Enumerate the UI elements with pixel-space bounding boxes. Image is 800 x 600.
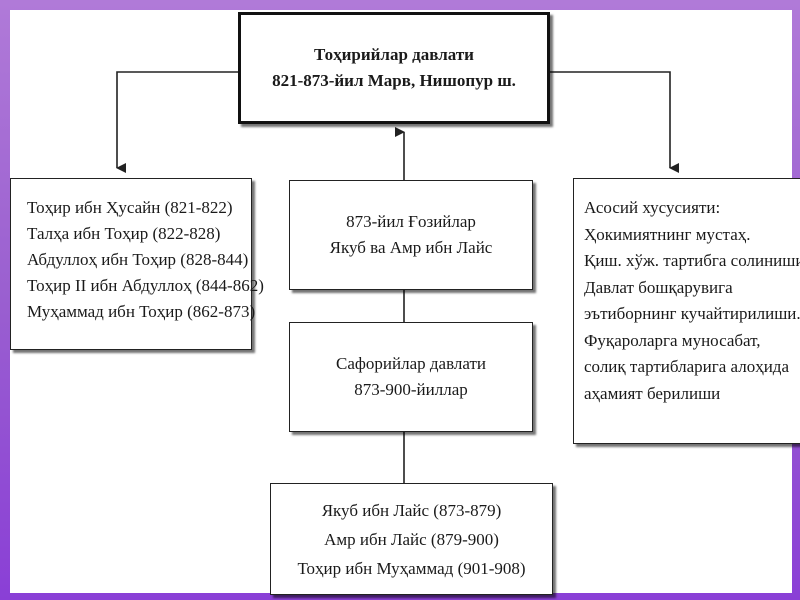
feature-item: солиқ тартибларига алоҳида bbox=[584, 357, 789, 376]
feature-item: Фуқароларга муносабат, bbox=[584, 330, 761, 350]
tahirids-title: Тоҳирийлар давлати bbox=[314, 45, 474, 64]
ruler-item: Тоҳир ибн Ҳусайн (821-822) bbox=[27, 198, 233, 217]
saffarid-ruler-item: Амр ибн Лайс (879-900) bbox=[324, 529, 499, 549]
connector-to-features bbox=[548, 71, 679, 173]
saffarids-state-box: Сафорийлар давлати 873-900-йиллар bbox=[289, 322, 533, 432]
ruler-item: Тоҳир II ибн Абдуллоҳ (844-862) bbox=[27, 276, 264, 295]
saffarids-title: Сафорийлар давлати bbox=[336, 354, 486, 373]
saffarid-rulers-box: Якуб ибн Лайс (873-879) Амр ибн Лайс (87… bbox=[270, 483, 553, 595]
tahirid-rulers-box: Тоҳир ибн Ҳусайн (821-822) Талҳа ибн Тоҳ… bbox=[10, 178, 264, 350]
ruler-item: Муҳаммад ибн Тоҳир (862-873) bbox=[27, 302, 256, 321]
features-box: Асосий хусусияти: Ҳокимиятнинг мустаҳ. Қ… bbox=[573, 178, 800, 444]
feature-item: Давлат бошқарувига bbox=[584, 277, 733, 297]
conquest-year: 873-йил Ғозийлар bbox=[346, 212, 476, 231]
tahirids-state-box: Тоҳирийлар давлати 821-873-йил Марв, Ниш… bbox=[238, 12, 550, 124]
tahirids-period: 821-873-йил Марв, Нишопур ш. bbox=[272, 71, 516, 90]
feature-item: Ҳокимиятнинг мустаҳ. bbox=[584, 224, 751, 244]
connector-to-rulers bbox=[116, 71, 238, 173]
feature-item: аҳамият берилиши bbox=[584, 383, 721, 403]
conquest-leaders: Якуб ва Амр ибн Лайс bbox=[329, 238, 493, 257]
feature-item: Асосий хусусияти: bbox=[584, 198, 721, 217]
saffarid-ruler-item: Якуб ибн Лайс (873-879) bbox=[321, 500, 502, 520]
saffarid-ruler-item: Тоҳир ибн Муҳаммад (901-908) bbox=[297, 558, 526, 578]
feature-item: Қиш. хўж. тартибга солиниши. bbox=[584, 251, 800, 270]
ruler-item: Талҳа ибн Тоҳир (822-828) bbox=[27, 224, 221, 243]
feature-item: эътиборнинг кучайтирилиши. bbox=[584, 304, 800, 323]
ruler-item: Абдуллоҳ ибн Тоҳир (828-844) bbox=[27, 250, 249, 269]
saffarids-period: 873-900-йиллар bbox=[354, 380, 468, 399]
conquest-box: 873-йил Ғозийлар Якуб ва Амр ибн Лайс bbox=[289, 180, 533, 290]
